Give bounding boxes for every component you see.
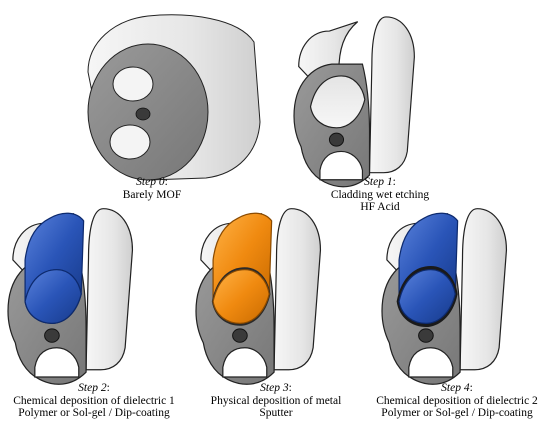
coated-fiber-step4 [381,208,508,385]
caption-line: Physical deposition of metal [210,394,342,407]
step-label: Step 2 [78,382,107,394]
mof-fiber-step0 [87,14,261,181]
caption-line: Polymer or Sol-gel / Dip-coating [381,407,533,419]
step-label: Step 1 [364,176,393,188]
caption-step3: Step 3: Physical deposition of metal Spu… [194,382,358,420]
colon: : [392,176,396,188]
caption-line: Polymer or Sol-gel / Dip-coating [18,407,170,419]
coated-fiber-step2 [7,208,134,385]
caption-line: Sputter [259,407,293,419]
caption-step0: Step 0: Barely MOF [82,176,222,201]
step-label: Step 4 [441,382,470,394]
colon: : [288,382,292,394]
caption-line: Chemical deposition of dielectric 1 [13,394,175,407]
colon: : [164,176,168,188]
etched-fiber-step1 [293,16,415,188]
step-label: Step 0 [136,176,165,188]
coated-fiber-step3 [195,208,322,385]
caption-line: Chemical deposition of dielectric 2 [376,394,538,407]
caption-step1: Step 1: Cladding wet etching HF Acid [300,176,460,214]
caption-step4: Step 4: Chemical deposition of dielectri… [364,382,550,420]
caption-line: Cladding wet etching [330,188,430,201]
caption-line: HF Acid [360,201,400,213]
caption-step2: Step 2: Chemical deposition of dielectri… [0,382,188,420]
step-label: Step 3 [260,382,289,394]
colon: : [106,382,110,394]
caption-line: Barely MOF [122,188,182,201]
colon: : [469,382,473,394]
